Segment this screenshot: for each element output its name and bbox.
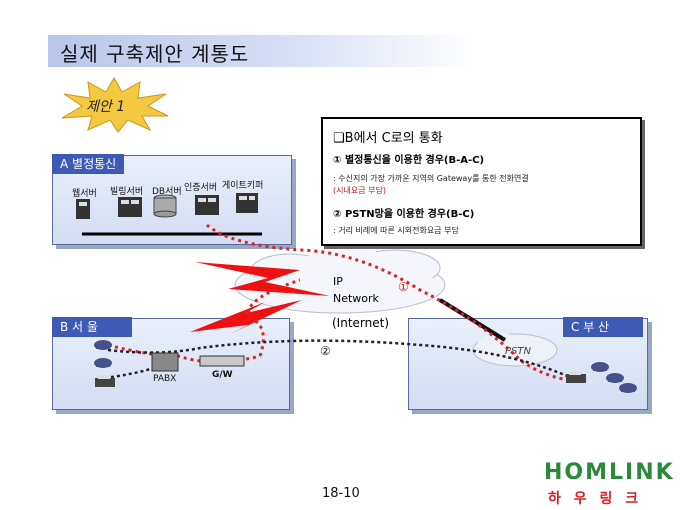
phone-icon-c1 [591,362,609,372]
info-box: ❑B에서 C로의 통화 ① 별정통신을 이용한 경우(B-A-C) : 수신지의… [321,117,642,246]
fax-icon-b [95,375,115,387]
route-2-marker: ② [320,344,331,358]
lightning-icon-2 [190,300,302,334]
pabx-label: PABX [153,374,177,384]
page-title: 실제 구축제안 계통도 [60,42,250,66]
page-number: 18-10 [322,486,360,501]
route-1-uplink [247,278,301,357]
server-label-gatekeeper: 게이트키퍼 [222,181,264,191]
title-bar [48,35,478,67]
logo-korean: 하 우 링 크 [548,491,643,507]
route-2-path [107,339,581,384]
info-item2-title: ② PSTN망을 이용한 경우(B-C) [333,209,475,220]
lightning-icon [195,262,330,296]
ip-label: IP [333,275,343,288]
burst-icon [61,76,169,133]
server-label-billing: 빌링서버 [110,187,144,197]
gw-label: G/W [212,370,233,380]
logo-wordmark: HOMLINK [544,460,675,485]
phone-icon-c2 [606,373,624,383]
network-label: Network [333,292,379,305]
server-label-web: 웹서버 [72,189,97,199]
phone-icon-c3 [619,383,637,393]
route-1-marker: ① [398,280,409,294]
pstn-cloud-icon [472,333,558,367]
phone-icon-b2 [94,358,112,368]
pabx-device [151,352,179,372]
server-icon-db [153,194,177,218]
info-heading: ❑B에서 C로의 통화 [333,131,443,146]
server-icon-web [76,199,90,219]
info-item1-title: ① 별정통신을 이용한 경우(B-A-C) [333,155,485,166]
internet-label: (Internet) [332,316,390,330]
gw-device [199,355,245,367]
badge-label: 제안 1 [86,99,126,115]
info-item1-note: (시내요금 부담) [333,186,386,195]
server-icon-auth [195,195,219,215]
region-a-label: A 별정통신 [52,154,125,174]
fax-icon-c [566,371,586,383]
server-label-auth: 인증서버 [184,183,218,193]
pstn-label: PSTN [505,346,531,357]
server-label-db: DB서버 [152,187,182,197]
server-icon-gatekeeper [236,193,258,213]
route-1-path [206,223,581,384]
info-item2-desc: : 거리 비례에 따른 시외전화요금 부담 [333,226,459,235]
region-b-label: B 서 울 [52,317,132,337]
info-item1-desc: : 수신지의 가장 가까운 지역의 Gateway를 통한 전화연결 [333,174,529,183]
server-icon-billing [118,197,142,217]
phone-icon-b1 [94,340,112,350]
region-c-label: C 부 산 [563,317,643,337]
